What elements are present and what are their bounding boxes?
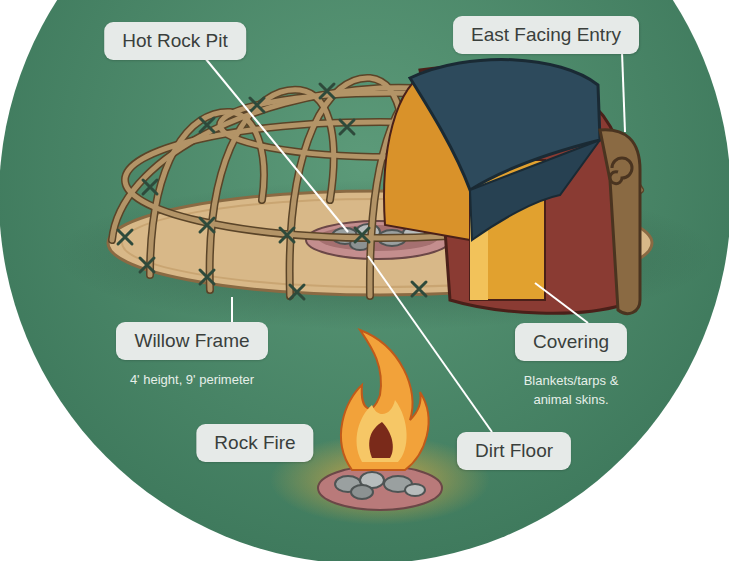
callout-label: Dirt Floor bbox=[457, 432, 571, 470]
rock-fire bbox=[318, 330, 442, 510]
callout-label: Rock Fire bbox=[196, 424, 313, 462]
label-pill: Rock Fire bbox=[196, 424, 313, 462]
label-note: 4' height, 9' perimeter bbox=[97, 370, 287, 389]
label-pill: Dirt Floor bbox=[457, 432, 571, 470]
callout-label: Willow Frame 4' height, 9' perimeter bbox=[97, 322, 287, 389]
label-pill: Willow Frame bbox=[116, 322, 267, 360]
label-note: Blankets/tarps & animal skins. bbox=[519, 371, 623, 409]
callout-label: East Facing Entry bbox=[453, 16, 639, 54]
cross-ties bbox=[118, 84, 426, 299]
label-pill: Covering bbox=[515, 323, 627, 361]
leader-lines bbox=[205, 52, 625, 432]
callout-label: CoveringBlankets/tarps & animal skins. bbox=[515, 323, 627, 409]
label-pill: Hot Rock Pit bbox=[104, 22, 246, 60]
label-pill: East Facing Entry bbox=[453, 16, 639, 54]
covering bbox=[384, 60, 640, 314]
callout-label: Hot Rock Pit bbox=[104, 22, 246, 60]
